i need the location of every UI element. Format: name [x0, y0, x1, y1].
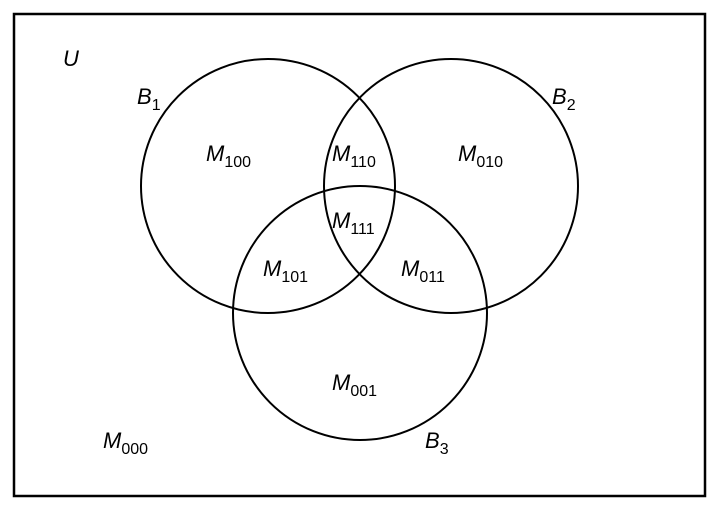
region-symbol: M: [103, 428, 122, 453]
set-circle-b3: [232, 185, 488, 441]
set-label-b3: B3: [425, 430, 449, 458]
region-label-m100: M100: [206, 143, 251, 171]
region-label-m001: M001: [332, 372, 377, 400]
region-index: 101: [281, 269, 309, 286]
universe-frame: [12, 12, 707, 498]
region-symbol: M: [206, 141, 225, 166]
region-index: 010: [476, 154, 504, 171]
region-index: 110: [350, 154, 376, 171]
region-label-m000: M000: [103, 430, 148, 458]
region-index: 000: [121, 441, 149, 458]
region-index: 111: [350, 221, 375, 238]
region-index: 011: [419, 269, 445, 286]
region-symbol: M: [401, 256, 420, 281]
region-index: 001: [350, 383, 378, 400]
set-circle-b2: [323, 58, 579, 314]
universe-symbol: U: [63, 46, 79, 71]
region-symbol: M: [263, 256, 282, 281]
set-symbol: B: [425, 428, 440, 453]
set-label-b2: B2: [552, 86, 576, 114]
set-symbol: B: [552, 84, 567, 109]
set-index: 3: [439, 441, 449, 458]
region-label-m111: M111: [332, 210, 375, 238]
set-label-b1: B1: [137, 86, 161, 114]
region-symbol: M: [332, 370, 351, 395]
region-label-m010: M010: [458, 143, 503, 171]
set-circle-b1: [140, 58, 396, 314]
set-index: 2: [566, 97, 576, 114]
region-index: 100: [224, 154, 252, 171]
region-symbol: M: [332, 141, 351, 166]
region-symbol: M: [458, 141, 477, 166]
region-label-m110: M110: [332, 143, 376, 171]
region-symbol: M: [332, 208, 351, 233]
set-symbol: B: [137, 84, 152, 109]
set-index: 1: [151, 97, 161, 114]
region-label-m101: M101: [263, 258, 308, 286]
region-label-m011: M011: [401, 258, 445, 286]
universe-label: U: [63, 48, 79, 70]
